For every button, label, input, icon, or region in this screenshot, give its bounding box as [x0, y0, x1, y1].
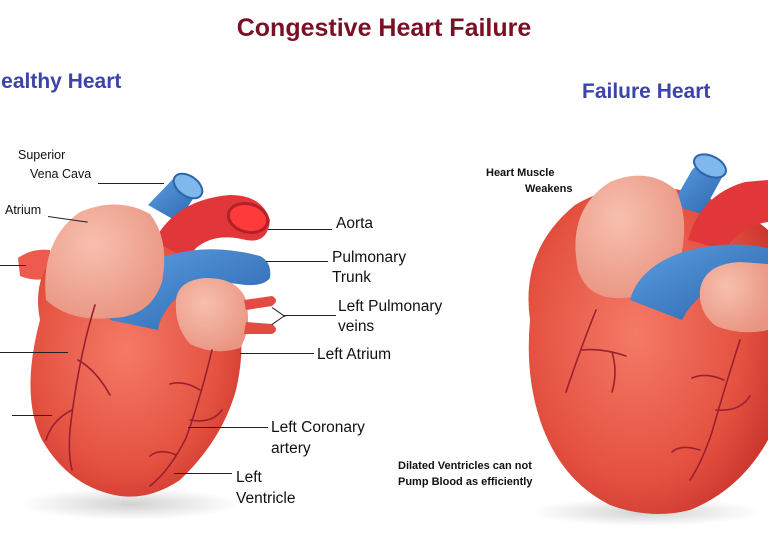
leader-vessel-low [12, 415, 52, 417]
healthy-aorta-opening [226, 202, 270, 234]
healthy-right-atrium [45, 204, 165, 319]
label-trunk: Trunk [332, 269, 372, 286]
failure-left-atrium [699, 262, 768, 333]
label-left-coronary: Left Coronary [271, 419, 365, 436]
label-veins: veins [338, 318, 375, 335]
page-title: Congestive Heart Failure [236, 14, 532, 42]
healthy-left-vessel [18, 249, 52, 280]
failure-aorta [688, 180, 768, 250]
leader-pulmonary-veins [284, 315, 336, 317]
leader-left-vessel [0, 265, 26, 267]
failure-heart-heading: Failure Heart [582, 80, 711, 103]
healthy-heart [18, 172, 276, 520]
label-superior: Superior [18, 148, 66, 162]
label-aorta: Aorta [336, 215, 374, 232]
label-pulmonary: Pulmonary [332, 249, 407, 266]
failure-vena-cava-opening [693, 153, 727, 179]
label-vena-cava: Vena Cava [30, 167, 92, 181]
label-ventricle: Ventricle [236, 490, 296, 507]
failure-heart [528, 153, 768, 526]
healthy-shadow [20, 488, 240, 520]
healthy-heart-heading: Healthy Heart [0, 70, 122, 93]
label-left-atrium: Left Atrium [317, 346, 392, 363]
label-atrium: Atrium [5, 203, 42, 217]
leader-coronary [188, 427, 268, 429]
label-left-pulmonary: Left Pulmonary [338, 298, 443, 315]
note-heart-muscle: Heart Muscle [486, 167, 555, 179]
leader-vessel-mid [0, 352, 68, 354]
healthy-left-atrium [175, 278, 248, 352]
healthy-coronary-vessels [45, 304, 223, 487]
healthy-vena-cava-opening [172, 172, 204, 200]
healthy-pulmonary-vein-upper [244, 296, 276, 310]
leader-pulmonary-trunk [266, 261, 328, 263]
healthy-pulmonary-vein-lower [244, 322, 276, 334]
note-dilated-ventricles: Dilated Ventricles can not [398, 460, 532, 472]
note-pump-blood: Pump Blood as efficiently [398, 476, 533, 488]
leader-left-atrium [240, 353, 314, 355]
label-left: Left [236, 469, 262, 486]
note-weakens: Weakens [525, 183, 573, 195]
leader-aorta [268, 229, 332, 231]
leader-ventricle [174, 473, 232, 475]
label-artery: artery [271, 440, 311, 457]
failure-coronary-vessels [565, 309, 751, 481]
leader-vena-cava [98, 183, 164, 185]
